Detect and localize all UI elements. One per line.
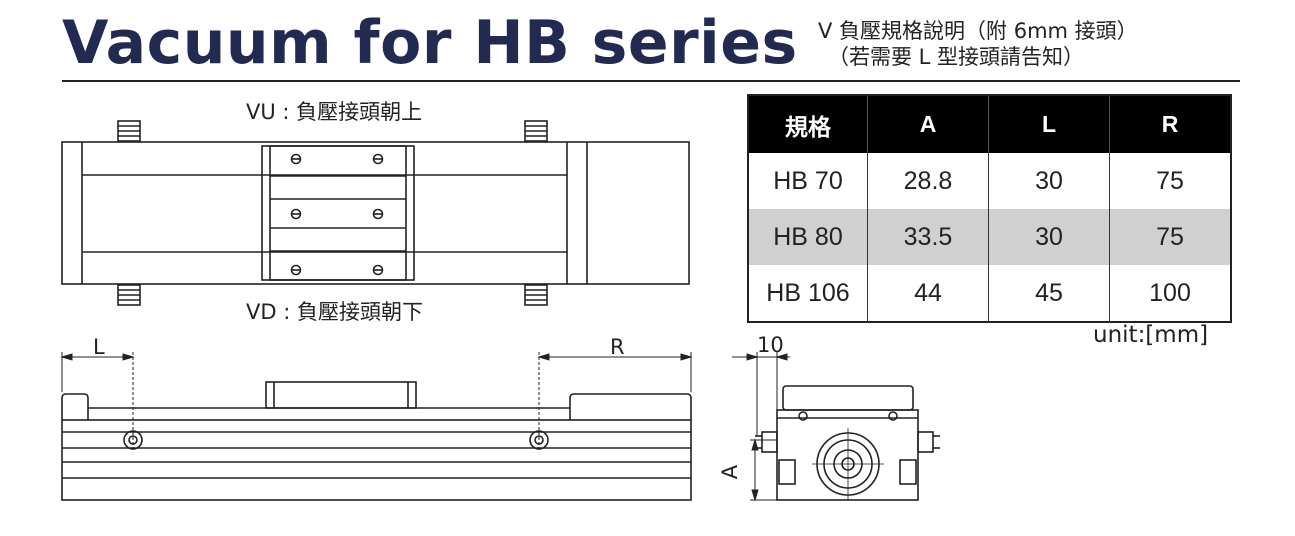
spec-table: 規格 A L R HB 70 28.8 30 75 HB 80 33.5 30 … [747, 94, 1232, 323]
dimension-a-label: A [718, 464, 743, 480]
column-header-a: A [867, 95, 989, 153]
dimension-offset-label: 10 [757, 333, 784, 357]
column-header-model: 規格 [748, 95, 868, 153]
column-header-l: L [988, 95, 1110, 153]
table-cell: 45 [988, 265, 1110, 322]
table-cell: 100 [1109, 265, 1231, 322]
vd-view-label: VD : 負壓接頭朝下 [246, 300, 423, 324]
dimension-lines [60, 352, 693, 452]
vu-view-label: VU : 負壓接頭朝上 [246, 100, 423, 124]
fitting-icon [524, 120, 548, 142]
subtitle-spec-note: V 負壓規格說明（附 6mm 接頭） [818, 19, 1138, 43]
table-cell: 33.5 [867, 209, 989, 265]
table-cell: HB 80 [748, 209, 868, 265]
table-cell: 28.8 [867, 153, 989, 209]
column-header-r: R [1109, 95, 1231, 153]
fitting-icon [117, 284, 141, 306]
side-view-drawing [61, 381, 692, 501]
table-cell: 44 [867, 265, 989, 322]
top-view-drawing [61, 120, 690, 306]
subtitle-l-fitting-note: （若需要 L 型接頭請告知） [828, 45, 1085, 69]
page-title: Vacuum for HB series [62, 8, 798, 78]
dimension-r-label: R [610, 335, 625, 359]
table-cell: 30 [988, 209, 1110, 265]
table-header-row: 規格 A L R [748, 95, 1231, 153]
table-cell: 30 [988, 153, 1110, 209]
fitting-icon [117, 120, 141, 142]
table-cell: HB 106 [766, 278, 850, 307]
end-view-drawing [755, 385, 940, 501]
table-cell: HB 70 [773, 166, 843, 195]
table-row: HB 106 44 45 100 [748, 265, 1231, 322]
table-cell: 75 [1109, 153, 1231, 209]
dimension-l-label: L [93, 335, 105, 359]
title-divider [62, 80, 1240, 82]
table-row: HB 70 28.8 30 75 [748, 153, 1231, 209]
fitting-icon [524, 284, 548, 306]
table-row: HB 80 33.5 30 75 [748, 209, 1231, 265]
unit-label: unit:[mm] [1093, 322, 1209, 348]
table-cell: 75 [1109, 209, 1231, 265]
